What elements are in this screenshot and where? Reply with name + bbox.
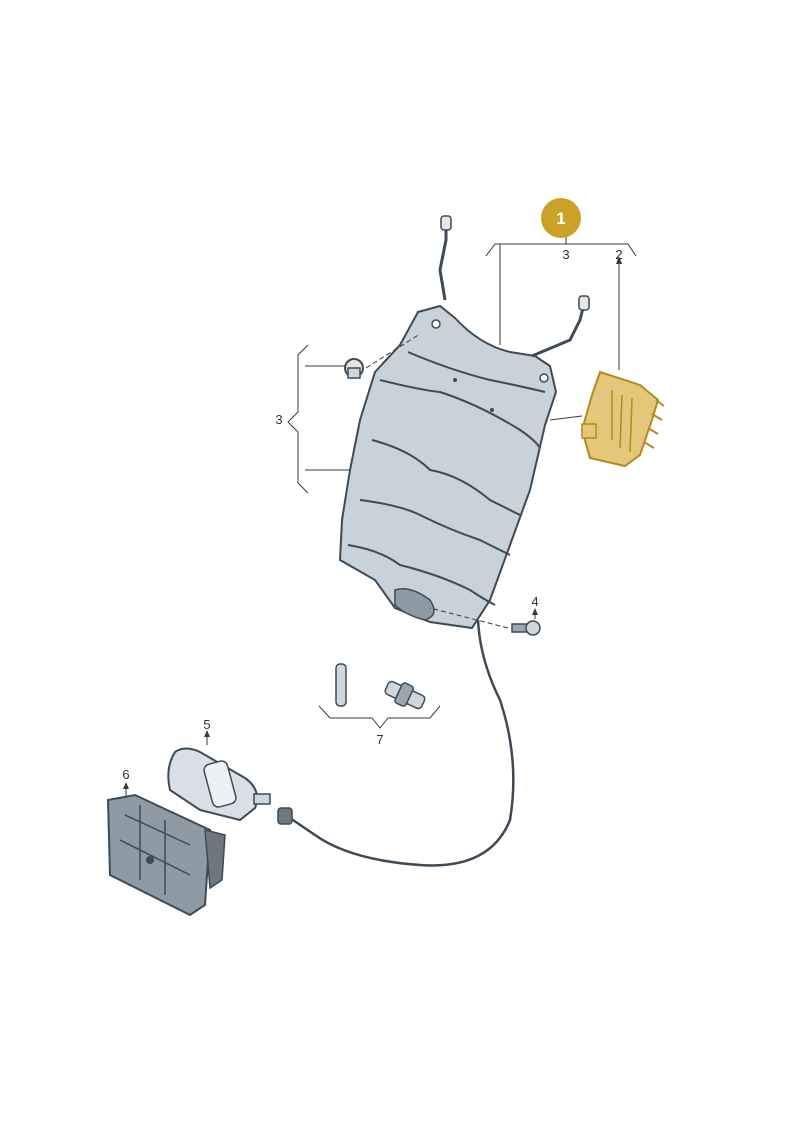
mat-clip bbox=[344, 333, 421, 379]
mounting-bracket bbox=[106, 782, 226, 917]
badge-number: 1 bbox=[556, 209, 565, 228]
screw bbox=[429, 607, 541, 636]
air-pump bbox=[167, 730, 293, 825]
badge-circle bbox=[541, 198, 581, 238]
callout-badge: 1 bbox=[541, 198, 581, 238]
label-7: 7 bbox=[376, 732, 383, 747]
label-3-top: 3 bbox=[562, 247, 569, 262]
label-6: 6 bbox=[122, 767, 129, 782]
hose-connectors bbox=[335, 663, 426, 710]
label-5: 5 bbox=[203, 717, 210, 732]
top-bracket bbox=[485, 236, 637, 345]
seat-mat bbox=[338, 304, 558, 630]
control-unit bbox=[549, 256, 665, 468]
label-4: 4 bbox=[531, 594, 538, 609]
label-2: 2 bbox=[615, 247, 622, 262]
label-3-left: 3 bbox=[275, 412, 282, 427]
bottom-bracket bbox=[318, 705, 441, 729]
mat-hooks bbox=[438, 215, 590, 358]
air-hose bbox=[289, 619, 515, 867]
